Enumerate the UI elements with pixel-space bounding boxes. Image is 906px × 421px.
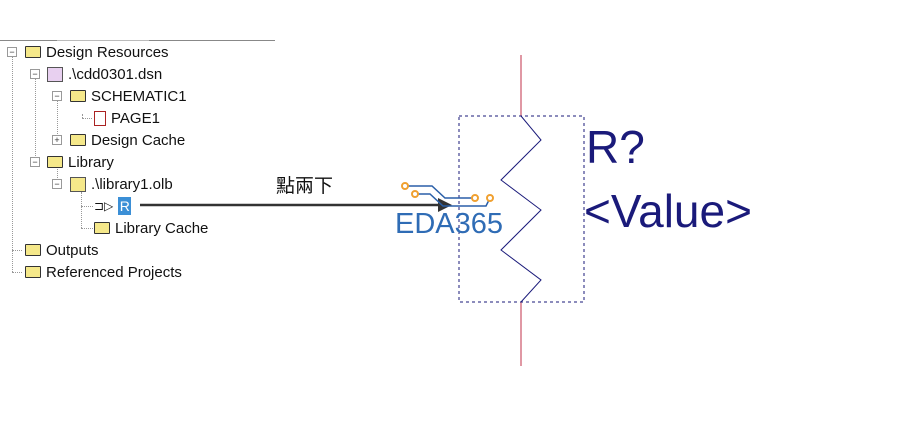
tree-item-outputs[interactable]: Outputs bbox=[25, 240, 99, 260]
schematic-folder-icon bbox=[70, 90, 86, 102]
tree-item-part-r[interactable]: ⊐▷ R bbox=[94, 196, 132, 216]
eda365-logo-dots bbox=[401, 182, 494, 202]
tree-item-dsn[interactable]: .\cdd0301.dsn bbox=[47, 64, 162, 84]
design-file-icon bbox=[47, 66, 63, 82]
tree-label: Library Cache bbox=[115, 219, 209, 237]
part-value[interactable]: <Value> bbox=[584, 185, 752, 237]
collapse-toggle[interactable]: − bbox=[30, 69, 40, 79]
eda365-watermark: EDA365 bbox=[395, 208, 504, 240]
tree-label: R bbox=[118, 197, 132, 215]
resistor-symbol bbox=[500, 115, 542, 303]
folder-icon bbox=[25, 244, 41, 256]
collapse-toggle[interactable]: − bbox=[7, 47, 17, 57]
folder-icon bbox=[47, 156, 63, 168]
double-click-annotation: 點兩下 bbox=[276, 176, 334, 197]
tree-item-page1[interactable]: PAGE1 bbox=[94, 108, 160, 128]
folder-icon bbox=[94, 222, 110, 234]
tree-label: .\cdd0301.dsn bbox=[68, 65, 163, 83]
collapse-toggle[interactable]: − bbox=[52, 91, 62, 101]
tree-item-design-resources[interactable]: Design Resources bbox=[25, 42, 169, 62]
scroll-divider bbox=[57, 36, 149, 41]
tree-label: Library bbox=[68, 153, 114, 171]
part-icon: ⊐▷ bbox=[94, 199, 114, 213]
eda365-logo-traces bbox=[405, 185, 491, 207]
tree-item-library[interactable]: Library bbox=[47, 152, 114, 172]
tree-item-design-cache[interactable]: Design Cache bbox=[70, 130, 185, 150]
tree-label: Design Cache bbox=[91, 131, 186, 149]
tree-label: Design Resources bbox=[46, 43, 169, 61]
folder-icon bbox=[25, 46, 41, 58]
folder-icon bbox=[70, 134, 86, 146]
expand-toggle[interactable]: + bbox=[52, 135, 62, 145]
tree-label: PAGE1 bbox=[111, 109, 160, 127]
tree-item-library-cache[interactable]: Library Cache bbox=[94, 218, 208, 238]
collapse-toggle[interactable]: − bbox=[30, 157, 40, 167]
arrow-head-icon bbox=[438, 198, 452, 212]
tree-label: Referenced Projects bbox=[46, 263, 182, 281]
tree-label: SCHEMATIC1 bbox=[91, 87, 187, 105]
collapse-toggle[interactable]: − bbox=[52, 179, 62, 189]
tree-item-library1-olb[interactable]: .\library1.olb bbox=[70, 174, 173, 194]
part-reference[interactable]: R? bbox=[586, 121, 645, 173]
tree-label: .\library1.olb bbox=[91, 175, 173, 193]
library-file-icon bbox=[70, 176, 86, 192]
page-icon bbox=[94, 110, 106, 126]
folder-icon bbox=[25, 266, 41, 278]
tree-item-schematic1[interactable]: SCHEMATIC1 bbox=[70, 86, 187, 106]
tree-item-referenced-projects[interactable]: Referenced Projects bbox=[25, 262, 182, 282]
tree-label: Outputs bbox=[46, 241, 99, 259]
